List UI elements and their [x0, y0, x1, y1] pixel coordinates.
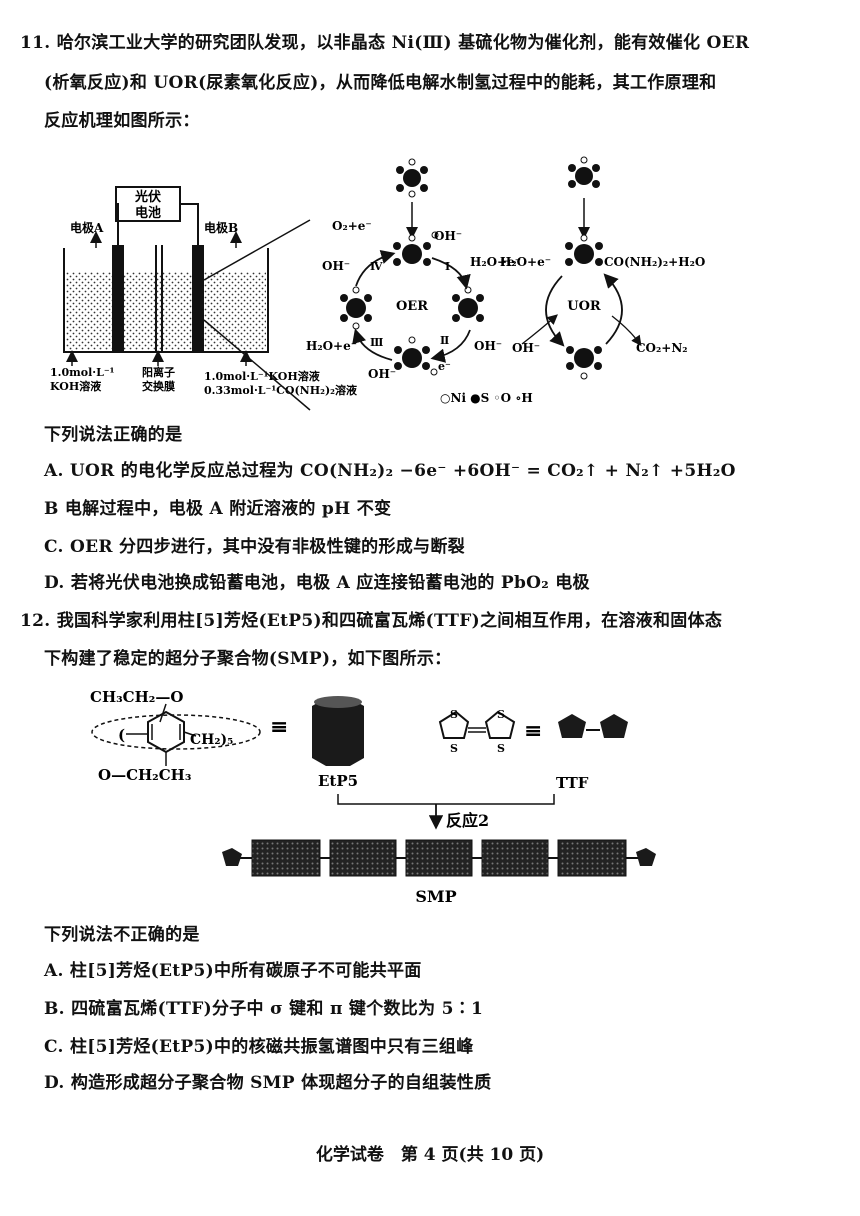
macrocycle-ellipse	[91, 714, 261, 750]
oh-top-label: OH⁻	[434, 229, 462, 243]
e-minus-label: e⁻	[438, 360, 451, 373]
step-1: Ⅰ	[445, 260, 450, 273]
q12-line1: 12. 我国科学家利用柱[5]芳烃(EtP5)和四硫富瓦烯(TTF)之间相互作用…	[20, 611, 723, 631]
right-solution-1: 1.0mol·L⁻¹KOH溶液	[204, 369, 321, 383]
q12-option-a: A. 柱[5]芳烃(EtP5)中所有碳原子不可能共平面	[44, 961, 422, 981]
h2o-mid-label: H₂O+e⁻	[470, 255, 521, 269]
smp-label: SMP	[415, 887, 456, 906]
cluster-top-feed	[396, 158, 428, 198]
q11-prompt: 下列说法正确的是	[44, 425, 183, 445]
svg-text:(: (	[118, 726, 125, 744]
h2o-uor-label: H₂O+e⁻	[500, 255, 551, 269]
ttf-icon	[558, 714, 628, 738]
membrane-label-1: 阳离子	[142, 365, 175, 379]
benzene-ring	[147, 710, 185, 754]
pv-label-top: 光伏	[134, 189, 161, 205]
s-atom-2: S	[450, 742, 458, 755]
pv-label-bottom: 电池	[135, 205, 161, 221]
q11-line1: 11. 哈尔滨工业大学的研究团队发现，以非晶态 Ni(Ⅲ) 基硫化物为催化剂，能…	[20, 33, 750, 53]
h2o-left-label: H₂O+e⁻	[306, 339, 357, 353]
ch2-repeat: CH₂)₅	[190, 732, 233, 748]
oh-bottom-label: OH⁻	[368, 367, 396, 381]
reaction-label: 反应2	[446, 811, 489, 830]
s-atom-1: S	[450, 708, 458, 721]
cluster-bottom	[394, 336, 438, 376]
atom-legend: ○Ni ●S ◦O ∘H	[440, 391, 533, 405]
oh-right-label: OH⁻	[474, 339, 502, 353]
etp5-pillar-icon	[312, 696, 364, 766]
ethoxy-top: CH₃CH₂—O	[90, 688, 183, 706]
q12-line2: 下构建了稳定的超分子聚合物(SMP)，如下图所示：	[44, 649, 452, 669]
electrode-b-label: 电极B	[204, 220, 238, 235]
ttf-label: TTF	[556, 774, 589, 792]
electrode-b	[192, 245, 204, 352]
q11-line3: 反应机理如图所示：	[44, 111, 200, 131]
membrane-label-2: 交换膜	[142, 379, 175, 393]
uor-label: UOR	[567, 299, 601, 314]
uor-cluster-top	[565, 234, 603, 266]
q12-option-c: C. 柱[5]芳烃(EtP5)中的核磁共振氢谱图中只有三组峰	[44, 1037, 474, 1057]
page-footer: 化学试卷 第 4 页(共 10 页)	[315, 1145, 545, 1165]
electrode-a	[112, 245, 124, 352]
right-solution-2: 0.33mol·L⁻¹CO(NH₂)₂溶液	[204, 383, 358, 397]
oh-left-label: OH⁻	[322, 259, 350, 273]
oer-label: OER	[396, 299, 428, 314]
urea-label: CO(NH₂)₂+H₂O	[604, 255, 705, 269]
electrolysis-cell: 光伏 电池 电极A 电极B 1.0mol·L⁻¹ KOH溶液 阳离子 交换膜 1…	[50, 186, 358, 411]
uor-cycle: UOR H₂O+e⁻ CO(NH₂)₂+H₂O OH⁻ CO₂+N₂	[500, 156, 705, 380]
ttf-structure: S S S S	[438, 708, 516, 755]
q12-option-d: D. 构造形成超分子聚合物 SMP 体现超分子的自组装性质	[44, 1073, 492, 1093]
q11-line2: (析氧反应)和 UOR(尿素氧化反应)，从而降低电解水制氢过程中的能耗，其工作原…	[44, 73, 717, 93]
q11-option-a: A. UOR 的电化学反应总过程为 CO(NH₂)₂ −6e⁻ +6OH⁻ = …	[44, 461, 736, 481]
ethoxy-bottom: O—CH₂CH₃	[98, 766, 191, 784]
left-solution-name: KOH溶液	[50, 379, 102, 393]
q11-diagram: 光伏 电池 电极A 电极B 1.0mol·L⁻¹ KOH溶液 阳离子 交换膜 1…	[50, 156, 705, 411]
q11-option-c: C. OER 分四步进行，其中没有非极性键的形成与断裂	[44, 537, 465, 557]
q12-prompt: 下列说法不正确的是	[44, 925, 200, 945]
oh-uor-label: OH⁻	[512, 341, 540, 355]
cluster-top	[393, 231, 439, 266]
cluster-left	[340, 286, 372, 330]
cluster-right	[452, 286, 484, 322]
equiv-sign-2: ≡	[524, 718, 542, 744]
uor-cluster-bottom	[566, 346, 602, 380]
smp-chain	[222, 839, 656, 877]
o2-label: O₂+e⁻	[332, 219, 372, 233]
step-2: Ⅱ	[440, 334, 449, 347]
equiv-sign-1: ≡	[270, 714, 288, 740]
co2-n2-label: CO₂+N₂	[636, 341, 688, 355]
left-solution-conc: 1.0mol·L⁻¹	[50, 366, 115, 379]
s-atom-3: S	[497, 708, 505, 721]
q12-diagram: CH₃CH₂—O ( CH₂)₅ O—CH₂CH₃ ≡ EtP5 S S S S…	[90, 688, 656, 906]
q11-option-d: D. 若将光伏电池换成铅蓄电池，电极 A 应连接铅蓄电池的 PbO₂ 电极	[44, 573, 590, 593]
oer-cycle: OER Ⅰ Ⅱ Ⅲ Ⅳ O₂+e⁻ OH⁻ OH⁻ OH⁻ OH⁻ H₂O+e⁻…	[306, 158, 521, 381]
q12-option-b: B. 四硫富瓦烯(TTF)分子中 σ 键和 π 键个数比为 5∶1	[44, 999, 484, 1019]
electrode-a-label: 电极A	[70, 220, 104, 235]
etp5-structure: CH₃CH₂—O ( CH₂)₅ O—CH₂CH₃	[90, 688, 261, 784]
step-3: Ⅲ	[370, 336, 383, 349]
q11-option-b: B 电解过程中，电极 A 附近溶液的 pH 不变	[44, 499, 392, 519]
etp5-label: EtP5	[318, 772, 358, 790]
step-4: Ⅳ	[370, 260, 383, 273]
uor-cluster-feed	[568, 156, 600, 188]
s-atom-4: S	[497, 742, 505, 755]
